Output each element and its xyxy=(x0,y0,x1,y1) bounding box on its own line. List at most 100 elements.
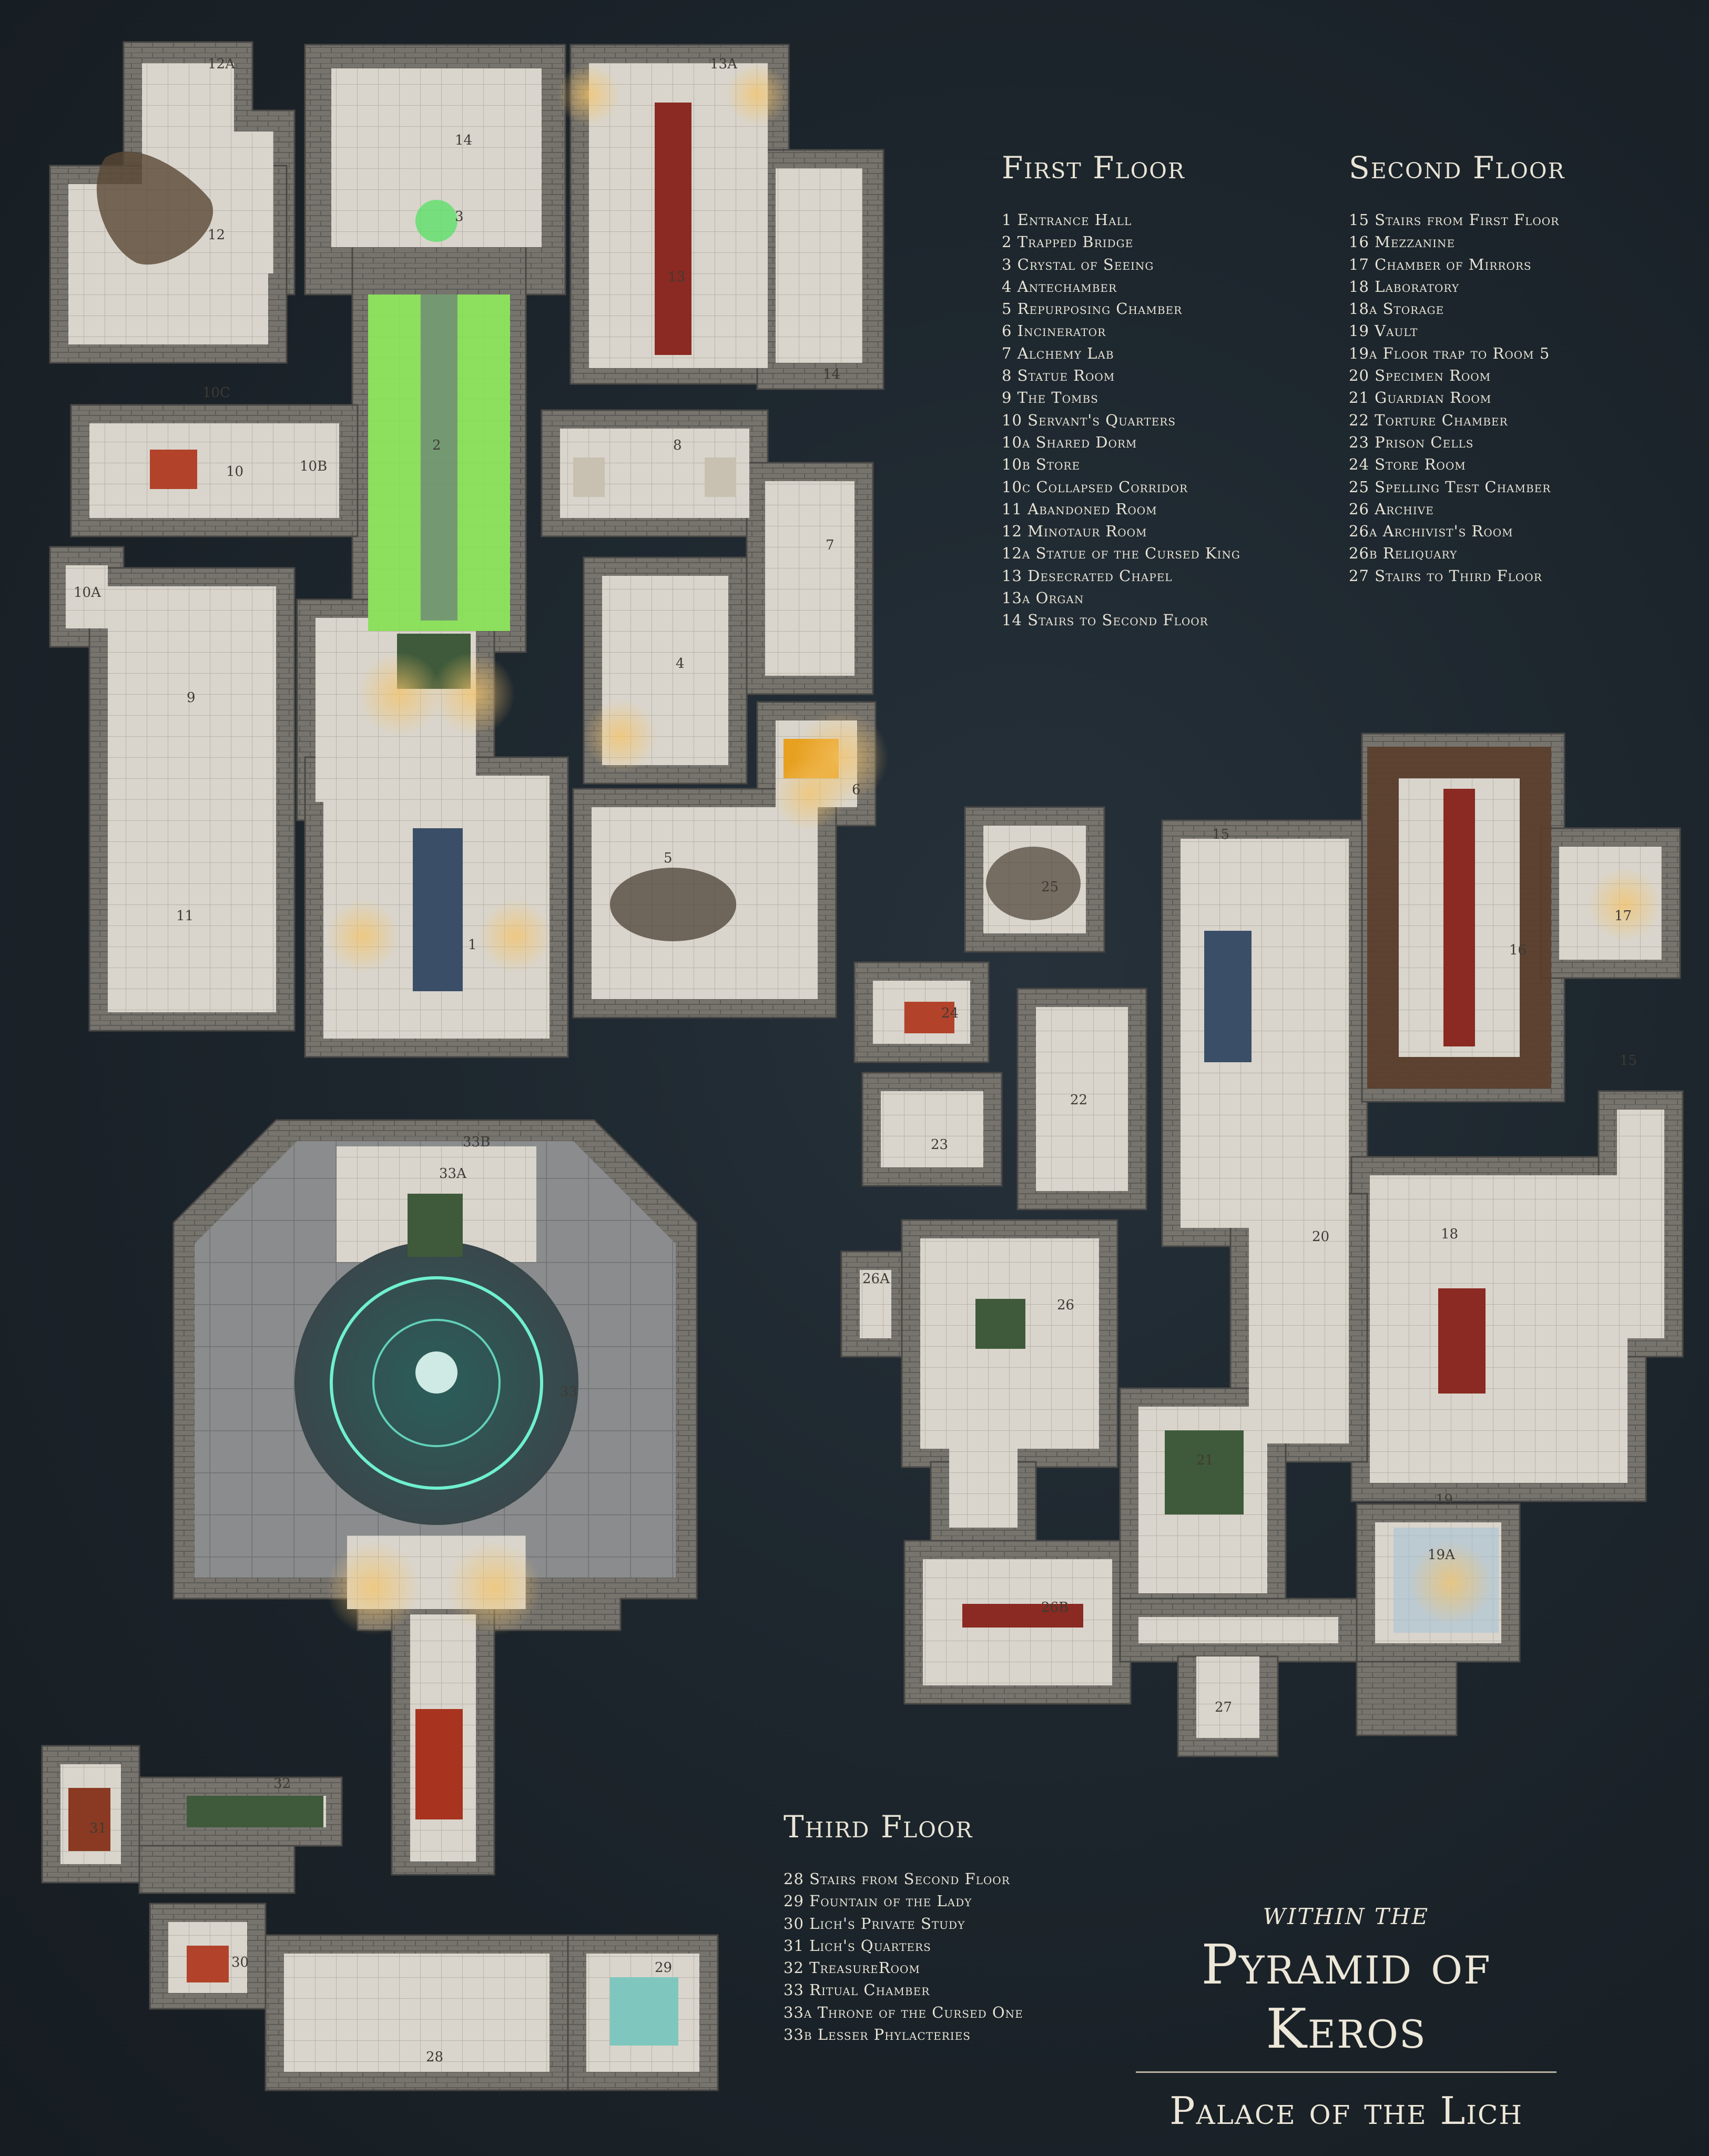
second-floor xyxy=(773,733,1684,1757)
room-label-4: 4 xyxy=(676,656,685,672)
legend-heading: Second Floor xyxy=(1349,150,1565,186)
legend-item: 17 Chamber of Mirrors xyxy=(1349,255,1532,273)
legend-list: 28 Stairs from Second Floor 29 Fountain … xyxy=(784,1868,1023,2046)
room-label-15b: 15 xyxy=(1620,1053,1637,1069)
second-floor-features xyxy=(773,747,1662,1633)
title-prefix: WITHIN THE xyxy=(1263,1904,1430,1929)
legend-item: 13a Organ xyxy=(1002,589,1084,607)
room-label-10b: 10B xyxy=(300,459,327,474)
room-label-10: 10 xyxy=(226,464,243,480)
room-label-3: 3 xyxy=(455,209,464,225)
legend-item: 21 Guardian Room xyxy=(1349,389,1492,407)
treasure-rug xyxy=(187,1796,323,1827)
legend-item: 33b Lesser Phylacteries xyxy=(784,2026,971,2044)
room-label-30: 30 xyxy=(231,1955,249,1970)
room-label-12: 12 xyxy=(208,227,225,243)
lich-bed xyxy=(68,1788,110,1851)
legend-second-floor: Second Floor 15 Stairs from First Floor … xyxy=(1349,150,1565,587)
legend-item: 1 Entrance Hall xyxy=(1002,211,1132,229)
room-label-23: 23 xyxy=(931,1137,948,1153)
rubble xyxy=(986,847,1081,920)
room-labels: 12A 12 14 3 13A 13 14 10C 10 10B 2 8 7 1… xyxy=(74,56,1637,2065)
map-title-block: WITHIN THE Pyramid of Keros Palace of th… xyxy=(1115,1904,1578,2133)
room-label-22: 22 xyxy=(1070,1092,1087,1108)
rune-ring xyxy=(330,1276,543,1490)
legend-item: 19a Floor trap to Room 5 xyxy=(1349,344,1550,362)
room-label-12a: 12A xyxy=(208,56,236,72)
room-label-11: 11 xyxy=(176,908,194,924)
room-label-33a: 33A xyxy=(439,1166,467,1182)
room-label-27: 27 xyxy=(1215,1700,1232,1715)
servant-rug xyxy=(150,450,197,489)
third-floor-features xyxy=(68,1194,678,2046)
legend-item: 25 Spelling Test Chamber xyxy=(1349,477,1551,496)
legend-item: 18a Storage xyxy=(1349,300,1444,318)
room-label-19a: 19A xyxy=(1428,1547,1456,1563)
legend-item: 27 Stairs to Third Floor xyxy=(1349,566,1542,585)
room-label-13a: 13A xyxy=(710,56,738,72)
room-label-2: 2 xyxy=(432,438,441,453)
legend-item: 20 Specimen Room xyxy=(1349,367,1491,385)
legend-item: 24 Store Room xyxy=(1349,455,1466,474)
room-label-25: 25 xyxy=(1041,879,1059,895)
room-label-8: 8 xyxy=(673,438,682,453)
mezzanine-carpet xyxy=(1443,789,1475,1046)
legend-item: 30 Lich's Private Study xyxy=(784,1914,965,1933)
second-floor-carpet xyxy=(1204,931,1252,1062)
first-floor-features xyxy=(96,63,889,991)
legend-item: 22 Torture Chamber xyxy=(1349,411,1508,429)
room-label-9: 9 xyxy=(187,690,196,706)
room-label-17: 17 xyxy=(1614,908,1632,924)
skull-sigil xyxy=(415,1351,457,1394)
legend-item: 32 TreasureRoom xyxy=(784,1959,920,1977)
legend-item: 26 Archive xyxy=(1349,500,1434,518)
third-floor xyxy=(41,1119,719,2091)
map-subtitle: Palace of the Lich xyxy=(1169,2089,1523,2133)
legend-item: 26b Reliquary xyxy=(1349,544,1458,563)
room-label-33b: 33B xyxy=(463,1134,490,1150)
legend-heading: Third Floor xyxy=(784,1809,973,1845)
room-label-31: 31 xyxy=(89,1821,107,1836)
legend-item: 23 Prison Cells xyxy=(1349,433,1474,451)
room-label-1: 1 xyxy=(468,937,477,953)
legend-item: 6 Incinerator xyxy=(1002,322,1106,340)
reliquary-table xyxy=(962,1604,1083,1628)
room-label-5: 5 xyxy=(664,850,673,866)
legend-item: 33 Ritual Chamber xyxy=(784,1981,930,1999)
legend-item: 10c Collapsed Corridor xyxy=(1002,477,1188,496)
legend-item: 9 The Tombs xyxy=(1002,389,1098,407)
room-label-14b: 14 xyxy=(823,367,840,382)
room-label-16: 16 xyxy=(1509,942,1527,958)
room-label-33: 33 xyxy=(560,1384,577,1400)
room-label-6: 6 xyxy=(852,782,861,798)
legend-item: 10 Servant's Quarters xyxy=(1002,411,1176,429)
room-label-13: 13 xyxy=(668,269,685,285)
legend-item: 19 Vault xyxy=(1349,322,1418,340)
legend-first-floor: First Floor 1 Entrance Hall 2 Trapped Br… xyxy=(1002,150,1240,632)
legend-item: 12 Minotaur Room xyxy=(1002,522,1147,541)
legend-item: 8 Statue Room xyxy=(1002,367,1115,385)
room-label-7: 7 xyxy=(826,537,835,553)
legend-item: 12a Statue of the Cursed King xyxy=(1002,544,1240,563)
archive-rug xyxy=(975,1299,1025,1349)
room-label-20: 20 xyxy=(1312,1229,1329,1245)
store-rug xyxy=(904,1002,954,1033)
room-label-10c: 10C xyxy=(202,385,230,401)
crystal-of-seeing xyxy=(415,200,457,242)
chapel-carpet xyxy=(655,103,691,355)
statue-left xyxy=(573,457,605,497)
bone-pile xyxy=(610,868,736,941)
legend-item: 33a Throne of the Cursed One xyxy=(784,2003,1023,2021)
map-title: Pyramid of Keros xyxy=(1201,1933,1491,2061)
bridge xyxy=(421,294,457,621)
legend-item: 29 Fountain of the Lady xyxy=(784,1892,972,1910)
legend-item: 11 Abandoned Room xyxy=(1002,500,1157,518)
legend-item: 28 Stairs from Second Floor xyxy=(784,1870,1010,1888)
legend-item: 15 Stairs from First Floor xyxy=(1349,211,1560,229)
room-label-21: 21 xyxy=(1196,1452,1214,1468)
room-label-19: 19 xyxy=(1436,1492,1453,1508)
throne-carpet xyxy=(408,1194,463,1257)
fountain xyxy=(610,1977,678,2046)
legend-item: 14 Stairs to Second Floor xyxy=(1002,611,1208,629)
guardian-rug xyxy=(1165,1430,1244,1514)
